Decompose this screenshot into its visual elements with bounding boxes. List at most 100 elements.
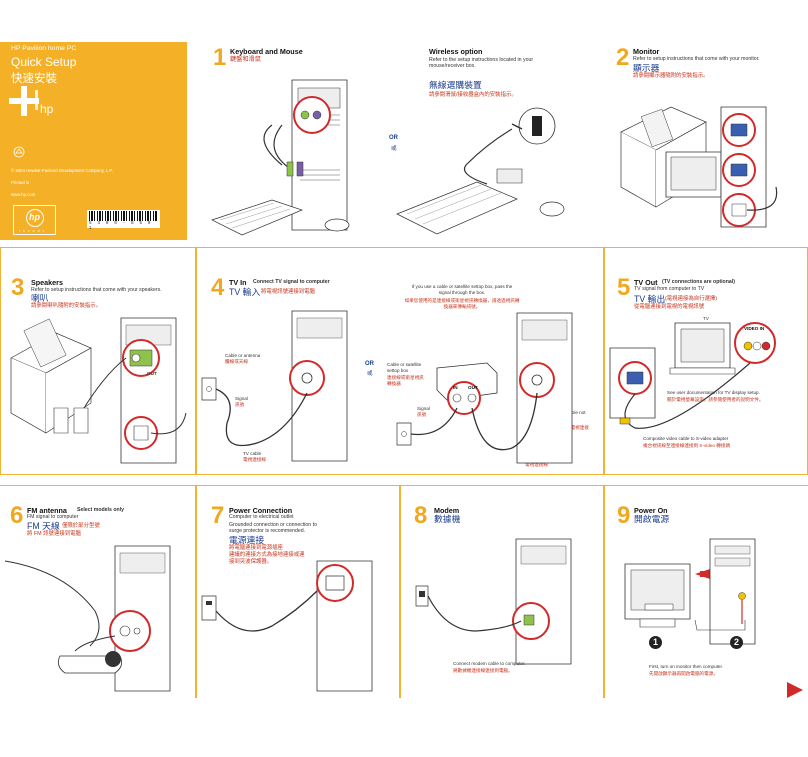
brand-name: HP Pavilion home PC [11,45,77,52]
wireless-illustration [397,104,597,239]
or-label-cjk: 或 [391,146,397,152]
step-number: 1 [213,44,227,71]
modem-illustration [406,531,601,666]
power-title: Power Connection [229,506,293,515]
hp-plus-mark-text: hp [40,102,54,116]
panel-power-connection: 7 Power Connection Computer to electrica… [196,485,400,698]
hp-logo-tagline: i n v e n t [19,229,45,233]
wireless-title: Wireless option [429,47,483,56]
recycle-icon [13,146,25,158]
wireless-desc-cjk: 請參閱滑鼠/接收器盒內的安裝指示。 [429,92,517,98]
tv-label: TV [703,316,709,321]
speakers-desc: Refer to setup instructions that come wi… [31,287,162,293]
panel-monitor: 2 Monitor Refer to setup instructions th… [606,42,808,242]
badge-2-icon [730,636,743,649]
badge-1-label: 1 [653,637,659,647]
keyboard-title: Keyboard and Mouse [230,47,303,56]
panel-power-on: 9 Power On 開啟電源 1 2 First, turn on monit… [604,485,808,698]
step-number: 7 [211,502,225,529]
adapter-label-cjk: 複合視訊線至連接線連接到 S-video 轉接頭 [643,443,731,448]
signal-label-cjk: 訊號 [235,402,245,407]
step-number: 5 [617,274,631,301]
see-user-doc-cjk: 關於電視螢幕設定，請參閱使用者的說明文件。 [667,397,764,402]
keyboard-illustration [212,70,392,240]
tvout-title: TV Out [634,278,658,287]
poweron-title-cjk: 開啟電源 [634,514,670,524]
settop-note-cjk: 如果您使用的是連接線或衛星視訊轉換器，請透過視訊轉換器來傳輸訊號。 [404,298,520,309]
tvin-subtitle: Connect TV signal to computer [253,279,330,285]
tvin-right-illustration [392,308,602,473]
speakers-title: Speakers [31,278,63,287]
cable-satellite-label-cjk: 連接線或衛星視訊轉換器 [387,375,424,386]
monitor-desc: Refer to setup instructions that come wi… [633,56,760,62]
speaker-port-label: OUT [147,371,157,376]
or-label: OR [365,361,374,367]
panel-keyboard-mouse: 1 Keyboard and Mouse 鍵盤和滑鼠 OR 或 Wireless… [197,42,603,242]
panel-speakers: 3 Speakers Refer to setup instructions t… [0,247,196,475]
settop-out-label: OUT [468,385,478,390]
tvin-left-illustration [197,303,367,473]
tvout-subtitle-cjk: 從電腦連接到電視的電視訊號 [634,304,705,310]
monitor-title-cjk: 顯示器 [633,63,660,73]
tvout-title-cjk: TV 輸出 [634,294,666,304]
panel-modem: 8 Modem 數據機 Connect modem cable to compu… [400,485,604,698]
hp-url: www.hp.com [11,192,36,197]
tv-cable-label-cjk: 電視連接線 [243,457,266,462]
tvout-title-note-cjk: (電視連接為自行選擇) [665,296,718,302]
panel-tv-in: 4 TV In Connect TV signal to computer TV… [196,247,604,475]
wireless-title-cjk: 無線選購裝置 [429,80,482,90]
tv-cable-label: TV cable [243,451,262,456]
badge-2-label: 2 [734,637,740,647]
tvout-title-note: (TV connections are optional) [662,279,735,285]
copyright-text: © 2004 Hewlett-Packard Development Compa… [11,168,113,173]
monitor-illustration [611,92,806,237]
tvin-title: TV In [229,278,247,287]
power-desc1-cjk: 將電腦連接到電源插座 [229,545,283,551]
poweron-desc-cjk: 先開啟顯示器再開啟電腦的電源。 [649,671,718,676]
speakers-desc-cjk: 請參閱喇叭隨附的安裝指示。 [31,303,102,309]
modem-title-cjk: 數據機 [434,514,461,524]
fm-subtitle: Select models only [77,507,124,513]
or-label-cjk: 或 [367,371,373,377]
panel-fm-antenna: 6 FM antenna Select models only FM signa… [0,485,196,698]
barcode-number: 5 3 0 0 - 8 5 0 1 [89,221,153,231]
badge-1-icon [649,636,662,649]
power-desc2-cjk: 建議的連接方式為接地連接或連接到突波保護器。 [229,552,305,565]
signal2-label: Signal [417,406,430,411]
fm-subtitle-cjk: 僅限於部分型號 [62,523,100,529]
step-number: 8 [414,502,428,529]
adapter-label: Composite video cable to S-video adapter [643,436,729,441]
power-title-cjk: 電源連接 [229,535,265,545]
poweron-illustration [615,534,805,664]
hp-plus-mark [9,86,39,116]
power-desc2: Grounded connection or connection to sur… [229,522,317,535]
fm-title: FM antenna [27,506,67,515]
signal2-label-cjk: 訊號 [417,412,427,417]
step-number: 6 [10,502,24,529]
hp-logo: hp i n v e n t [13,205,56,235]
tv-cable2-label-cjk: 電視連接線 [525,462,548,467]
page-turn-arrow-icon [787,682,803,698]
fm-title-cjk: FM 天線 [27,521,60,531]
wireless-desc: Refer to the setup instructions located … [429,57,534,70]
cover-panel: HP Pavilion home PC Quick Setup 快速安裝 hp … [0,42,187,240]
step-number: 3 [11,274,25,301]
panel-tv-out: 5 TV Out (TV connections are optional) T… [604,247,808,475]
tvout-illustration [610,318,805,443]
modem-desc: Connect modem cable to computer. [453,661,526,666]
step-number: 2 [616,44,630,71]
tvin-subtitle-cjk: 將電視訊號連接到電腦 [261,289,315,295]
speakers-illustration [6,313,191,468]
modem-title: Modem [434,506,460,515]
tvout-subtitle: TV signal from computer to TV [634,286,705,292]
step-number: 4 [211,274,225,301]
video-in-label: VIDEO IN [744,326,765,331]
cable-satellite-label: Cable or satellite settop box [387,362,422,373]
monitor-desc-cjk: 請參閱顯示器隨附的安裝指示。 [633,73,709,79]
cable-antenna-label: Cable or antenna [225,353,261,358]
step-number: 9 [617,502,631,529]
fm-desc-cjk: 將 FM 訊號連接到電腦 [27,531,81,537]
monitor-title: Monitor [633,47,660,56]
signal-label: Signal [235,396,248,401]
fm-illustration [5,541,190,691]
